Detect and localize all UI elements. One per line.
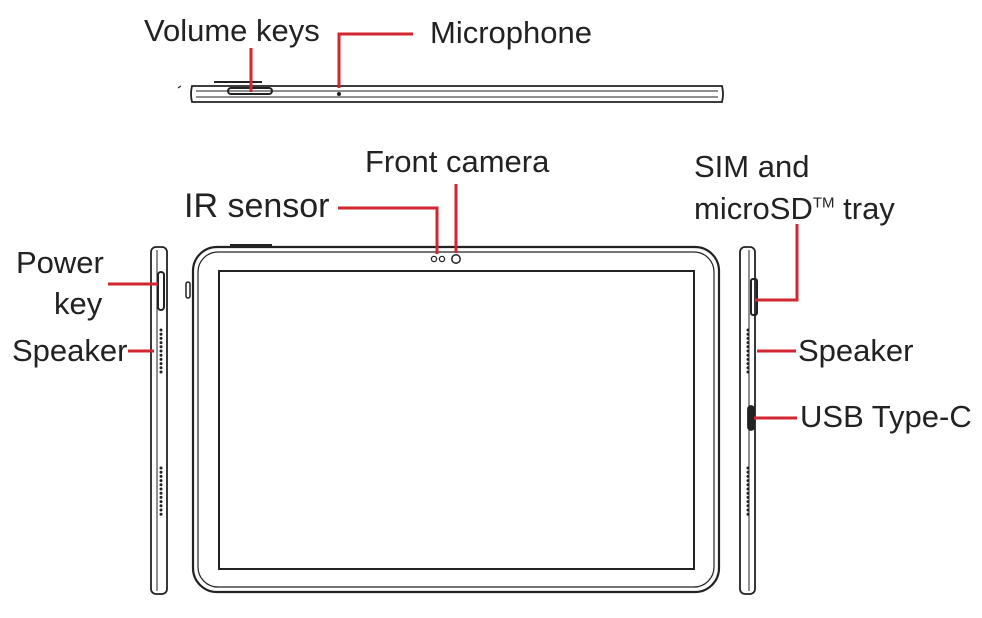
speaker-hole [746,504,750,508]
speaker-hole [746,479,750,483]
speaker-hole [746,470,750,474]
speaker-hole [159,495,163,499]
speaker-hole [746,353,750,357]
speaker-hole [159,512,163,516]
speaker-hole [159,345,163,349]
callout-microphone [337,32,413,88]
speaker-hole [159,370,163,374]
label-speaker-left: Speaker [12,333,128,368]
speaker-hole [159,466,163,470]
speaker-hole [159,336,163,340]
usb-type-c-port [747,405,755,431]
microphone-hole [337,92,341,96]
label-sim-tray-line2: microSDTM tray [694,192,895,226]
speaker-hole [746,483,750,487]
label-sim-tray-tm: TM [812,194,835,212]
label-speaker-right: Speaker [798,333,914,368]
speaker-hole [746,474,750,478]
tablet-left-side-view [150,246,191,595]
speaker-hole [746,512,750,516]
callout-lines [108,32,799,420]
ir-sensor-dot-2 [438,255,446,263]
speaker-hole [159,328,163,332]
speaker-hole [746,336,750,340]
speaker-hole [159,500,163,504]
speaker-hole [159,491,163,495]
speaker-hole [746,495,750,499]
ir-sensor-dot-1 [430,255,438,263]
label-front-camera: Front camera [365,144,550,179]
label-volume-keys: Volume keys [144,13,320,48]
speaker-hole [159,332,163,336]
callout-sim-tray [755,224,799,302]
speaker-hole [746,500,750,504]
label-sim-tray-suffix: tray [834,191,895,226]
speaker-hole [159,362,163,366]
speaker-hole [746,349,750,353]
speaker-hole [746,508,750,512]
label-microphone: Microphone [430,15,592,50]
label-sim-tray-line1: SIM and [694,149,810,184]
speaker-hole [746,466,750,470]
speaker-hole [159,357,163,361]
speaker-hole [159,349,163,353]
speaker-holes-right [746,328,750,516]
front-camera-lens [451,254,461,264]
speaker-hole [159,483,163,487]
speaker-hole [746,357,750,361]
speaker-hole [159,487,163,491]
label-ir-sensor: IR sensor [184,187,330,225]
tablet-top-edge-view [177,81,724,103]
speaker-hole [159,366,163,370]
sim-tray-shape [750,278,758,316]
label-sim-tray-microsd: microSD [694,191,813,226]
callout-ir-sensor [338,206,439,254]
speaker-hole [746,487,750,491]
label-power-key-line1: Power [16,245,104,280]
power-key-shape [157,271,165,311]
speaker-hole [159,353,163,357]
speaker-holes-left [159,328,163,516]
speaker-hole [159,504,163,508]
speaker-hole [159,470,163,474]
speaker-hole [159,508,163,512]
speaker-hole [746,366,750,370]
speaker-hole [746,345,750,349]
tablet-front-view [191,244,721,594]
speaker-hole [159,341,163,345]
label-usb-type-c: USB Type-C [800,399,972,434]
speaker-hole [746,362,750,366]
display-area [218,270,695,570]
speaker-hole [746,332,750,336]
label-power-key-line2: key [54,286,103,321]
speaker-hole [159,474,163,478]
tablet-right-side-view [739,246,758,595]
speaker-hole [746,328,750,332]
speaker-hole [159,479,163,483]
speaker-hole [746,491,750,495]
speaker-hole [746,370,750,374]
speaker-hole [746,341,750,345]
